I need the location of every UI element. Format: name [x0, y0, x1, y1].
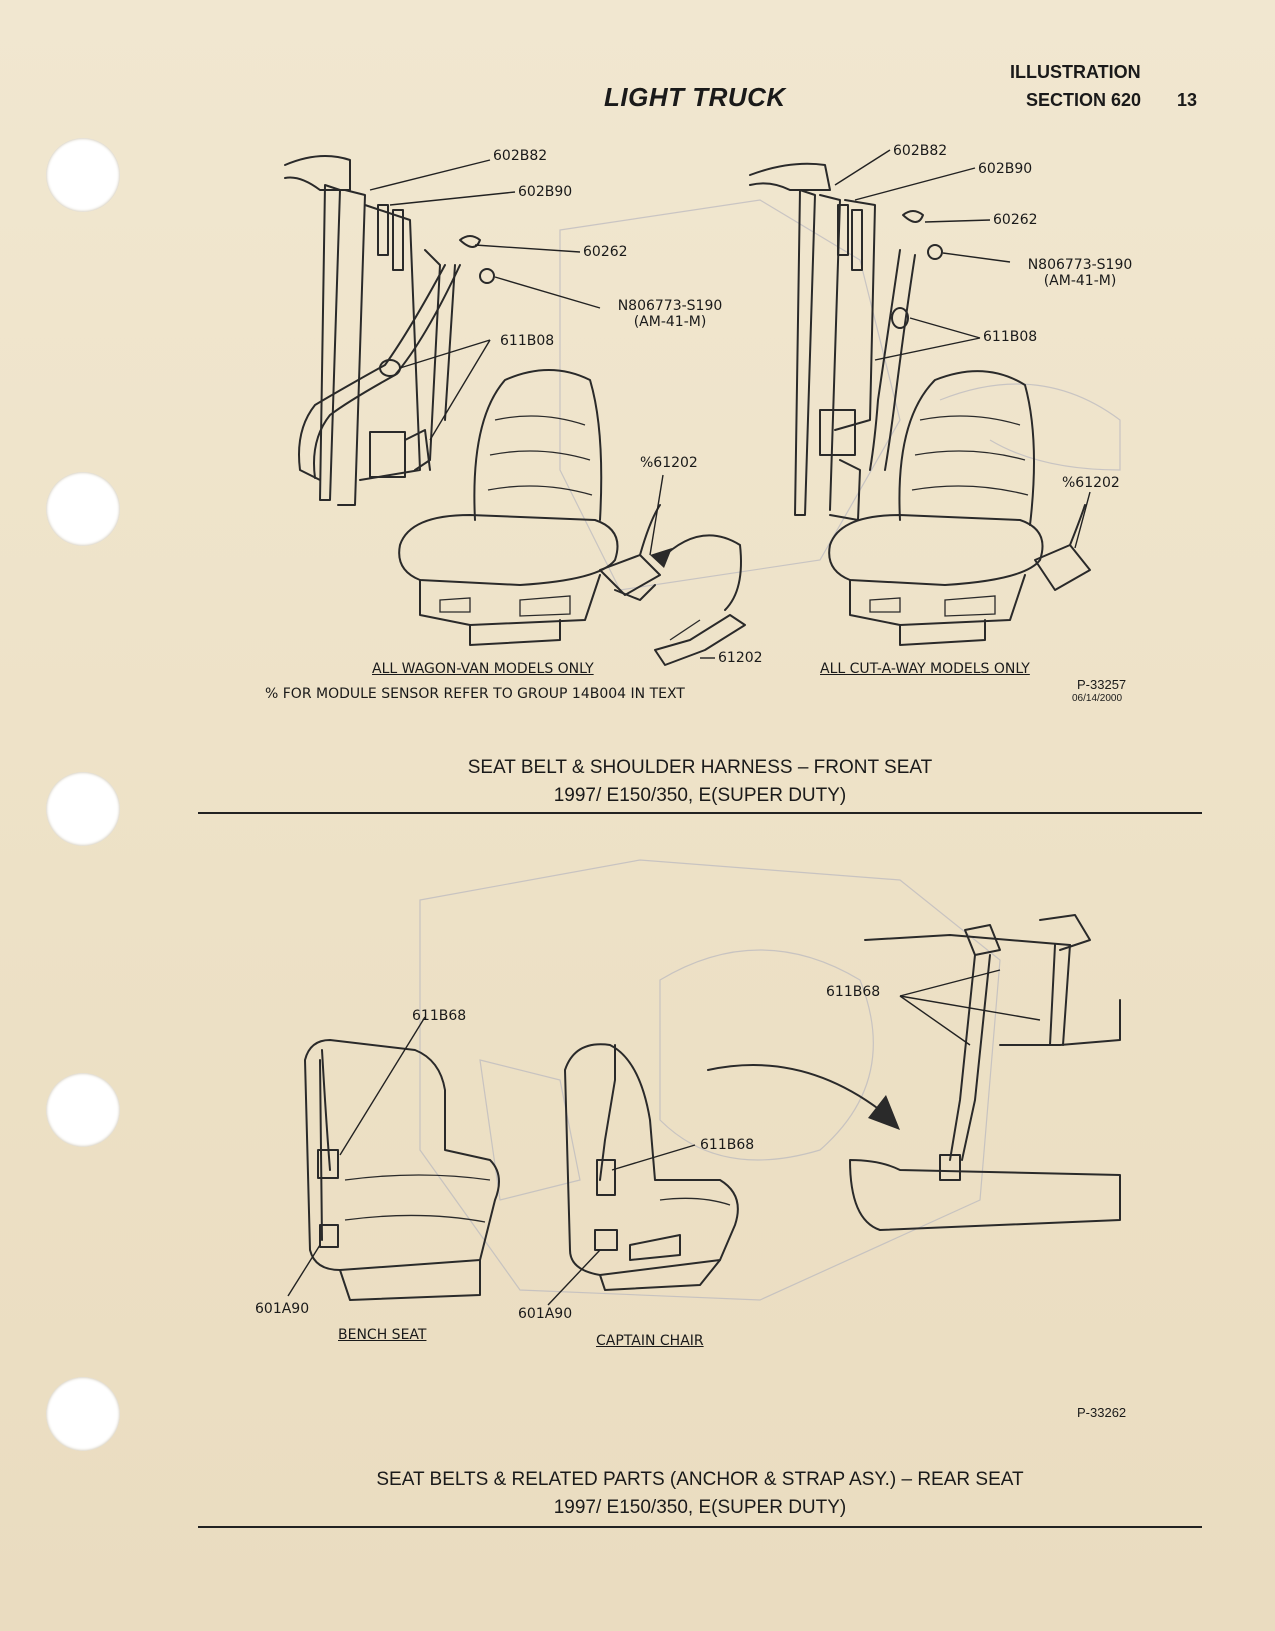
bleed-through-ghost: [419, 199, 1121, 1301]
figure1-date: 06/14/2000: [1072, 693, 1123, 704]
callout-602b90-right: 602B90: [978, 161, 1033, 177]
binder-hole-icon: [46, 138, 120, 212]
figure2-part-number: P-33262: [1077, 1405, 1127, 1420]
label-bench-seat: BENCH SEAT: [338, 1327, 427, 1343]
captain-chair-illustration: [547, 1043, 739, 1306]
binder-hole-icon: [46, 772, 120, 846]
callout-pct61202-left: %61202: [640, 455, 698, 471]
callout-611b68-bench: 611B68: [412, 1008, 467, 1024]
figure1-caption: SEAT BELT & SHOULDER HARNESS – FRONT SEA…: [200, 754, 1200, 810]
label-captain-chair: CAPTAIN CHAIR: [596, 1333, 704, 1349]
callout-602b90-left: 602B90: [518, 184, 573, 200]
callout-60262-right: 60262: [993, 212, 1038, 228]
figure2-caption-model: 1997/ E150/350, E(SUPER DUTY): [553, 1497, 847, 1518]
callout-n806773-left-number: N806773-S190: [617, 298, 723, 314]
illustration-label: ILLUSTRATION: [1010, 62, 1141, 82]
wagon-van-seat-illustration: [284, 155, 746, 666]
binder-hole-icon: [46, 1377, 120, 1451]
label-cut-a-way: ALL CUT-A-WAY MODELS ONLY: [820, 661, 1030, 677]
callout-pct61202-right: %61202: [1062, 475, 1120, 491]
bench-seat-illustration: [287, 1016, 500, 1301]
callout-611b68-detail: 611B68: [826, 984, 881, 1000]
figure1-divider: [198, 812, 1202, 814]
label-wagon-van: ALL WAGON-VAN MODELS ONLY: [372, 661, 594, 677]
binder-hole-icon: [46, 472, 120, 546]
anchor-detail-illustration: [707, 914, 1121, 1231]
figure1-leader-lines: [369, 149, 1091, 659]
callout-611b08-left: 611B08: [500, 333, 555, 349]
callout-n806773-left-code: (AM-41-M): [633, 314, 707, 330]
figure2-divider: [198, 1526, 1202, 1528]
module-sensor-note: % FOR MODULE SENSOR REFER TO GROUP 14B00…: [265, 686, 685, 702]
cut-a-way-seat-illustration: [749, 162, 1091, 646]
binder-hole-icon: [46, 1073, 120, 1147]
callout-602b82-right: 602B82: [893, 143, 948, 159]
page-number: 13: [1177, 90, 1198, 110]
callout-n806773-right-number: N806773-S190: [1027, 257, 1133, 273]
callout-611b08-right: 611B08: [983, 329, 1038, 345]
figure2-caption: SEAT BELTS & RELATED PARTS (ANCHOR & STR…: [200, 1466, 1200, 1522]
figure1-caption-title: SEAT BELT & SHOULDER HARNESS – FRONT SEA…: [467, 757, 933, 778]
callout-61202-left: 61202: [718, 650, 763, 666]
callout-611b68-captain: 611B68: [700, 1137, 755, 1153]
figure1-part-number: P-33257: [1077, 677, 1127, 692]
figure1-caption-model: 1997/ E150/350, E(SUPER DUTY): [553, 785, 847, 806]
callout-60262-left: 60262: [583, 244, 628, 260]
figure2-caption-title: SEAT BELTS & RELATED PARTS (ANCHOR & STR…: [376, 1469, 1024, 1490]
section-label: SECTION 620: [1026, 90, 1142, 110]
callout-601a90-bench: 601A90: [255, 1301, 310, 1317]
callout-n806773-right-code: (AM-41-M): [1043, 273, 1117, 289]
callout-602b82-left: 602B82: [493, 148, 548, 164]
callout-n806773-left: N806773-S190 (AM-41-M): [600, 298, 740, 330]
page-title: LIGHT TRUCK: [604, 82, 786, 112]
callout-601a90-captain: 601A90: [518, 1306, 573, 1322]
callout-n806773-right: N806773-S190 (AM-41-M): [1010, 257, 1150, 289]
